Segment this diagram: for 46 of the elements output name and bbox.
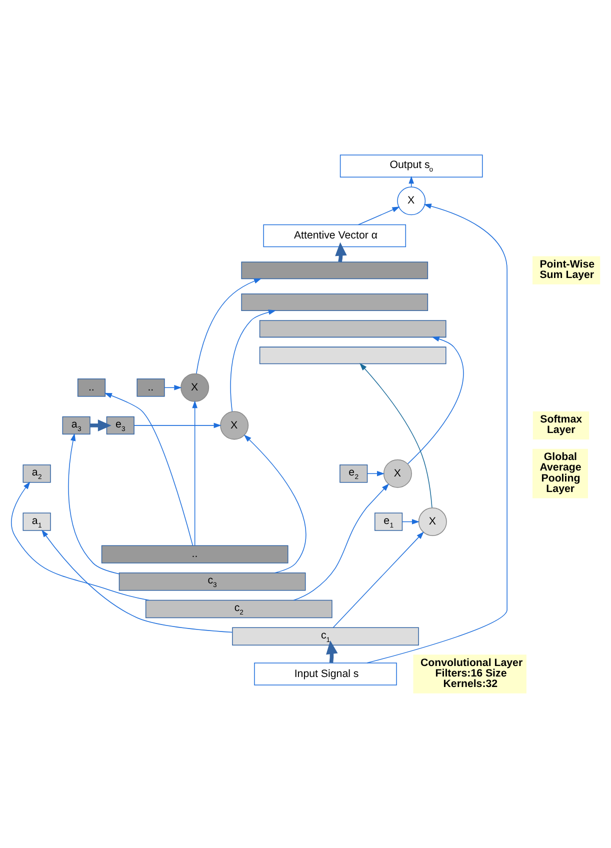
arrow (367, 470, 385, 476)
node-box: Point-Wise Sum Layer (532, 256, 600, 284)
arrow (42, 530, 233, 633)
node-box: a$_{3}$ (62, 416, 90, 435)
arrow (134, 422, 222, 428)
arrow (11, 482, 150, 601)
node-box (241, 294, 428, 311)
node-circle: X (220, 411, 249, 440)
node-box: Output s$_{o}$ (340, 154, 483, 178)
node-box: Softmax Layer (532, 411, 590, 440)
node-box: e$_{3}$ (106, 416, 134, 435)
arrow (230, 310, 276, 412)
arrow (402, 519, 420, 524)
arrow (366, 204, 508, 664)
node-box: .. (136, 378, 165, 397)
node-box (259, 346, 446, 364)
node-box: a$_{1}$ (22, 512, 51, 531)
node-box (259, 320, 446, 338)
arrow (360, 363, 432, 508)
node-circle: X (418, 507, 447, 536)
arrow (68, 433, 120, 574)
node-circle: X (397, 186, 426, 216)
arrow (164, 384, 182, 390)
node-box: Global Average Pooling Layer (532, 448, 588, 498)
node-box: .. (101, 545, 288, 564)
arrow (196, 278, 262, 374)
node-box: Convolutional Layer Filters:16 Size Kernels:32 (413, 654, 526, 694)
arrow (408, 336, 464, 464)
node-box: e$_{1}$ (374, 512, 403, 531)
node-box: c$_{1}$ (232, 627, 419, 646)
arrow (90, 420, 112, 432)
node-circle: X (383, 459, 412, 488)
node-circle: X (180, 373, 210, 402)
arrow (326, 640, 338, 664)
node-box (241, 262, 428, 280)
arrow (104, 392, 194, 546)
node-box: c$_{3}$ (118, 572, 306, 591)
node-box: .. (77, 378, 106, 397)
node-box: Attentive Vector α (263, 224, 406, 248)
node-box: e$_{2}$ (340, 464, 368, 483)
arrow (244, 434, 306, 574)
arrow (358, 206, 400, 226)
node-box: a$_{2}$ (22, 464, 51, 483)
node-box: Input Signal s (254, 662, 397, 686)
node-box: c$_{2}$ (145, 600, 332, 618)
arrow (192, 400, 198, 546)
